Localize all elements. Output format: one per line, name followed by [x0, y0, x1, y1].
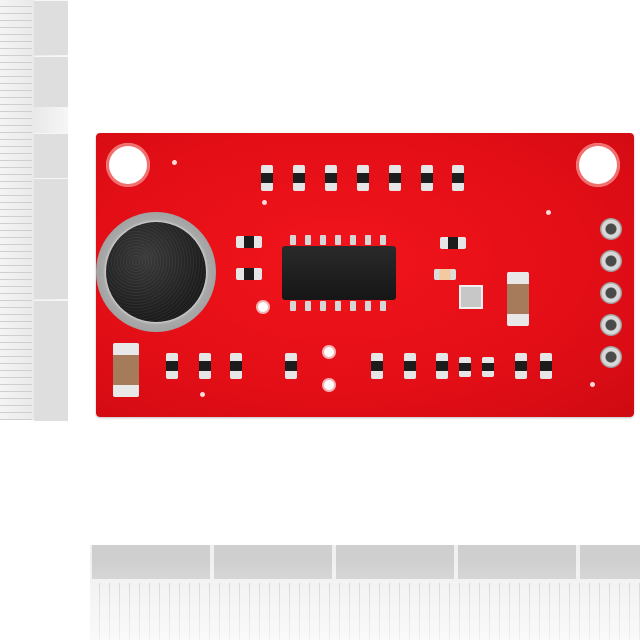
ic-pin	[320, 301, 326, 311]
smd-component	[440, 237, 466, 249]
via-dot	[172, 160, 177, 165]
smd-component	[371, 353, 383, 379]
smd-component	[389, 165, 401, 191]
smd-component	[236, 236, 262, 248]
smd-component	[166, 353, 178, 379]
ic-pin	[335, 301, 341, 311]
via-dot	[262, 200, 267, 205]
ic-pin	[380, 301, 386, 311]
square-pad	[459, 285, 483, 309]
led-component	[434, 269, 456, 280]
ic-pin	[335, 235, 341, 245]
ic-pin	[350, 301, 356, 311]
microphone-mesh	[106, 222, 206, 322]
electret-microphone	[96, 212, 216, 332]
via-hole	[324, 380, 334, 390]
via-dot	[546, 210, 551, 215]
header-pin	[600, 346, 622, 368]
ic-pin	[320, 235, 326, 245]
smd-component	[436, 353, 448, 379]
ic-pin	[305, 301, 311, 311]
smd-component	[199, 353, 211, 379]
smd-component	[261, 165, 273, 191]
smd-component	[404, 353, 416, 379]
via-dot	[590, 382, 595, 387]
ic-chip	[282, 246, 396, 300]
header-pin	[600, 282, 622, 304]
smd-component	[236, 268, 262, 280]
smd-component	[459, 357, 471, 377]
smd-component	[325, 165, 337, 191]
ic-pin	[365, 301, 371, 311]
ruler-left	[0, 0, 68, 421]
ic-pin	[365, 235, 371, 245]
ic-pin	[380, 235, 386, 245]
via-hole	[258, 302, 268, 312]
bottom-fade	[0, 560, 640, 640]
ruler-left-block	[34, 56, 68, 107]
mounting-hole-left	[106, 143, 150, 187]
header-pin	[600, 250, 622, 272]
ic-pin	[350, 235, 356, 245]
smd-component	[452, 165, 464, 191]
smd-component	[357, 165, 369, 191]
via-hole	[324, 347, 334, 357]
ic-pin	[290, 301, 296, 311]
capacitor	[113, 343, 139, 397]
smd-component	[230, 353, 242, 379]
ic-pin	[290, 235, 296, 245]
smd-component	[285, 353, 297, 379]
via-dot	[200, 392, 205, 397]
ruler-left-block	[34, 300, 68, 421]
smd-component	[293, 165, 305, 191]
header-pin	[600, 314, 622, 336]
ruler-left-block	[34, 0, 68, 55]
capacitor	[507, 272, 529, 326]
ruler-left-block	[34, 178, 68, 299]
ic-pin	[305, 235, 311, 245]
mounting-hole-right	[576, 143, 620, 187]
ruler-left-scale	[0, 0, 32, 420]
smd-component	[482, 357, 494, 377]
header-pin	[600, 218, 622, 240]
smd-component	[540, 353, 552, 379]
ruler-left-block	[34, 133, 68, 178]
smd-component	[515, 353, 527, 379]
smd-component	[421, 165, 433, 191]
